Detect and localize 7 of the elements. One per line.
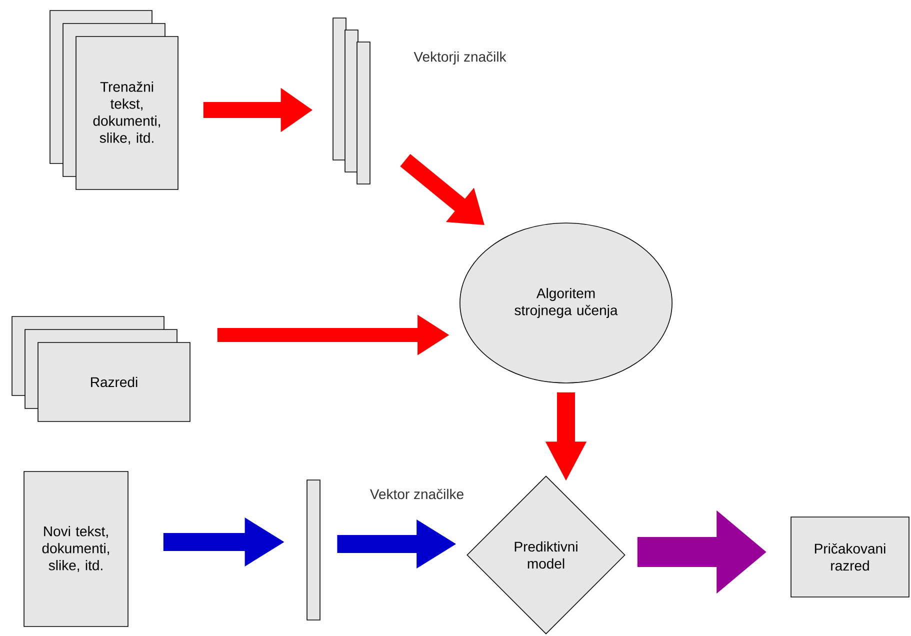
vector-bars-drawing xyxy=(332,18,370,184)
document-box: Pričakovani razred xyxy=(790,516,910,598)
document-box: Razredi xyxy=(38,342,190,422)
document-box: Trenažni tekst, dokumenti, slike, itd. xyxy=(76,36,178,190)
caption-label: Vektorji značilk xyxy=(414,51,506,65)
document-box: Novi tekst, dokumenti, slike, itd. xyxy=(24,471,128,627)
vector-bars-drawing xyxy=(306,480,320,620)
